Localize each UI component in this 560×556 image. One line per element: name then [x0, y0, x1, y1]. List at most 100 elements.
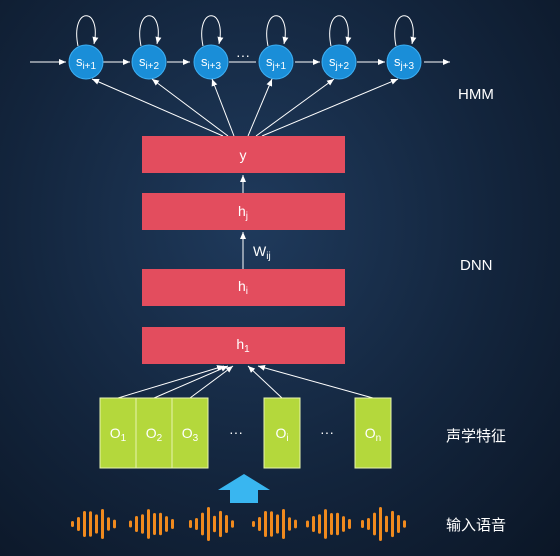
svg-text:Oi: Oi [275, 425, 288, 444]
feature-arrow-2 [153, 365, 229, 399]
waveform-bar-11 [147, 509, 150, 539]
waveform-bar-16 [189, 520, 192, 528]
layer-y-base: y [240, 147, 247, 163]
waveform-bar-47 [403, 520, 406, 528]
waveform-bar-28 [276, 514, 279, 534]
svg-text:On: On [365, 425, 381, 444]
layer-h1-base: h [236, 336, 244, 352]
feature-to-h1-arrows [117, 364, 374, 399]
acoustic-features: O1 O2 O3 ··· Oi ··· On [99, 397, 392, 469]
waveform-bar-8 [129, 520, 132, 528]
hmm-chain: si+1 si+2 si+3 ··· sj+1 sj+2 sj+3 [30, 15, 450, 80]
svg-text:y: y [240, 147, 247, 163]
feature-o2-sub: 2 [157, 433, 163, 444]
hmm-state-6: sj+3 [386, 44, 422, 80]
state-1-base: s [76, 54, 83, 69]
waveform-bar-22 [225, 515, 228, 533]
feature-oi-base: O [275, 425, 286, 441]
feature-arrow-1 [117, 365, 225, 399]
waveform-bar-3 [89, 511, 92, 537]
waveform-bar-13 [159, 512, 162, 536]
state-3-base: s [201, 54, 208, 69]
hmm-state-5: sj+2 [321, 44, 357, 80]
waveform-bar-10 [141, 514, 144, 534]
dnn-label: DNN [460, 257, 493, 274]
waveform-bar-29 [282, 509, 285, 539]
feature-o1: O1 [99, 397, 137, 469]
emission-arrow-6 [261, 78, 399, 137]
waveform-bar-38 [342, 516, 345, 532]
hmm-label: HMM [458, 86, 494, 103]
layer-h1-sub: 1 [244, 344, 250, 355]
y-to-state-arrows [91, 78, 399, 137]
waveform-bar-18 [201, 512, 204, 536]
waveform-bar-24 [252, 521, 255, 527]
layer-hi: hi [142, 269, 345, 306]
state-5-sub: j+2 [334, 61, 349, 72]
waveform-bar-39 [348, 519, 351, 529]
speech-waveform [71, 507, 406, 541]
state-4-sub: j+1 [271, 61, 286, 72]
feature-o2: O2 [135, 397, 173, 469]
feature-arrow-5 [257, 364, 374, 399]
waveform-bar-12 [153, 513, 156, 535]
feature-on-sub: n [376, 433, 382, 444]
state-4-base: s [266, 54, 273, 69]
self-loop-4 [266, 15, 289, 47]
state-2-base: s [139, 54, 146, 69]
svg-text:sj+2: sj+2 [329, 54, 350, 72]
waveform-bar-43 [379, 507, 382, 541]
feature-o2-base: O [146, 425, 157, 441]
input-speech-label: 输入语音 [446, 517, 506, 534]
waveform-bar-27 [270, 511, 273, 537]
svg-text:hi: hi [238, 278, 248, 297]
waveform-bar-42 [373, 512, 376, 536]
self-loop-6 [394, 15, 417, 47]
svg-text:O1: O1 [110, 425, 127, 444]
emission-arrow-5 [255, 78, 335, 137]
waveform-bar-6 [107, 517, 110, 531]
waveform-bar-37 [336, 512, 339, 536]
layer-h1: h1 [142, 327, 345, 364]
layer-hj: hj [142, 193, 345, 230]
waveform-bar-19 [207, 507, 210, 541]
layer-hj-sub: j [245, 211, 248, 222]
self-loop-5 [329, 15, 352, 47]
feature-o1-sub: 1 [121, 433, 127, 444]
waveform-bar-25 [258, 517, 261, 531]
waveform-bar-30 [288, 517, 291, 531]
waveform-bar-31 [294, 519, 297, 529]
weight-sub: ij [266, 251, 270, 262]
svg-text:si+1: si+1 [76, 54, 97, 72]
waveform-bar-7 [113, 519, 116, 529]
waveform-bar-0 [71, 521, 74, 527]
svg-text:O3: O3 [182, 425, 199, 444]
state-2-sub: i+2 [145, 61, 159, 72]
feature-o3: O3 [171, 397, 209, 469]
waveform-bar-44 [385, 515, 388, 533]
self-loop-2 [139, 15, 162, 47]
emission-arrow-2 [151, 78, 229, 137]
feature-o3-sub: 3 [193, 433, 199, 444]
feature-ellipsis-2: ··· [320, 424, 334, 440]
feature-o1-base: O [110, 425, 121, 441]
svg-text:si+3: si+3 [201, 54, 222, 72]
hmm-state-3: si+3 [193, 44, 229, 80]
state-6-sub: j+3 [399, 61, 414, 72]
waveform-bar-23 [231, 520, 234, 528]
waveform-bar-26 [264, 511, 267, 537]
input-arrow-icon [218, 474, 270, 503]
waveform-bar-2 [83, 511, 86, 537]
waveform-bar-45 [391, 510, 394, 538]
features-label: 声学特征 [446, 427, 506, 445]
hmm-state-1: si+1 [68, 44, 104, 80]
waveform-bar-40 [361, 520, 364, 528]
feature-on-base: O [365, 425, 376, 441]
weight-base: W [253, 243, 267, 259]
emission-arrow-4 [247, 78, 273, 137]
waveform-bar-17 [195, 518, 198, 530]
hmm-state-4: sj+1 [258, 44, 294, 80]
state-6-base: s [394, 54, 401, 69]
svg-text:h1: h1 [236, 336, 250, 355]
